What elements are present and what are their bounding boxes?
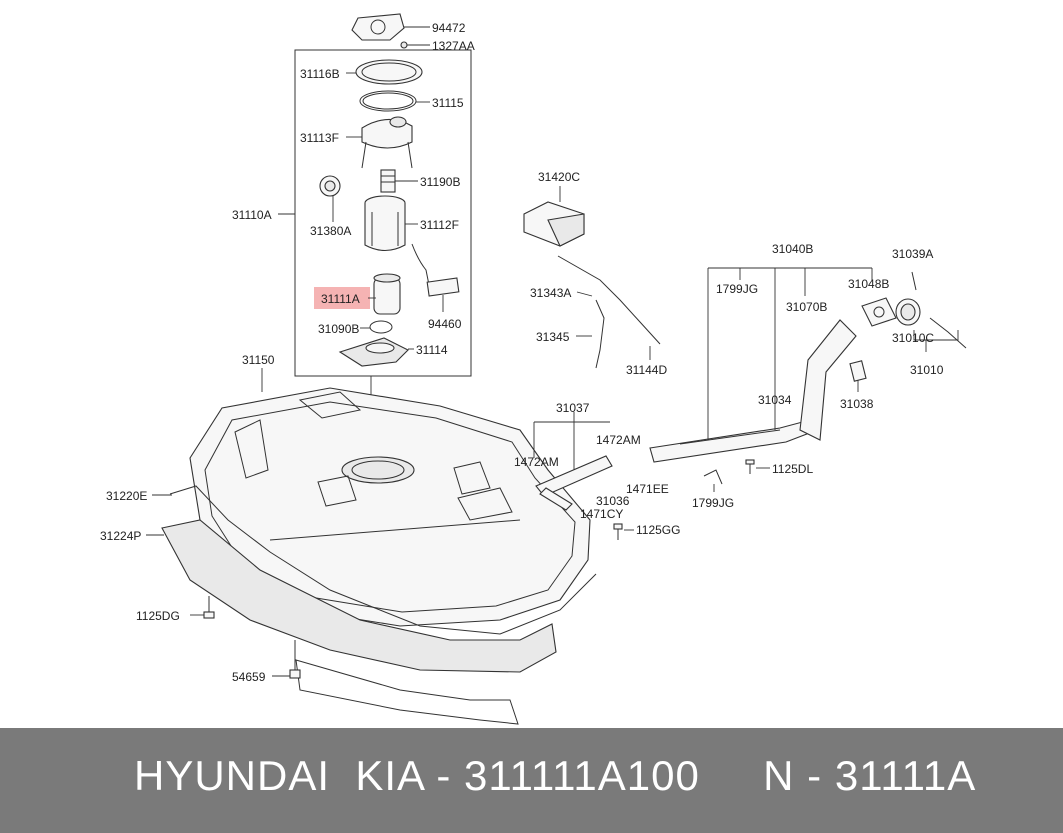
label-31112F: 31112F: [420, 218, 459, 232]
bracket-plate-part[interactable]: [338, 337, 409, 367]
nut-part[interactable]: [400, 41, 408, 49]
fuel-label-part[interactable]: [849, 360, 867, 382]
vent-hose-part[interactable]: [557, 255, 661, 369]
label-31039A: 31039A: [892, 247, 933, 261]
sender-harness-part[interactable]: [411, 243, 460, 297]
module-frame: [294, 49, 472, 377]
label-1799JG-a: 1799JG: [716, 282, 758, 296]
label-94460: 94460: [428, 317, 462, 331]
bolt-1125gg-part[interactable]: [613, 523, 623, 540]
gasket-part[interactable]: [359, 90, 417, 112]
flange-part[interactable]: [361, 116, 413, 169]
label-54659: 54659: [232, 670, 266, 684]
label-31420C: 31420C: [538, 170, 580, 184]
label-1471CY: 1471CY: [580, 507, 623, 521]
label-1799JG-b: 1799JG: [692, 496, 734, 510]
label-31038: 31038: [840, 397, 874, 411]
label-31113F: 31113F: [300, 131, 339, 145]
label-31111A: 31111A: [321, 292, 360, 306]
label-1125DL: 1125DL: [772, 462, 813, 476]
label-31150: 31150: [242, 353, 275, 367]
protector-part[interactable]: [169, 485, 597, 635]
nut-54659-part[interactable]: [289, 640, 301, 679]
label-31115: 31115: [432, 96, 464, 110]
cover-plate-part[interactable]: [351, 13, 405, 41]
lower-plate-part[interactable]: [161, 519, 557, 725]
label-31144D: 31144D: [626, 363, 667, 377]
lock-plate-part[interactable]: [355, 59, 423, 85]
label-1472AM-a: 1472AM: [596, 433, 641, 447]
label-31070B: 31070B: [786, 300, 827, 314]
cap-tether-part[interactable]: [911, 271, 967, 349]
label-31224P: 31224P: [100, 529, 141, 543]
label-31190B: 31190B: [420, 175, 460, 189]
part-number-caption: HYUNDAI KIA - 311111A100 N - 31111A: [134, 752, 977, 799]
connector-part[interactable]: [380, 169, 396, 193]
fuel-pump-part[interactable]: [373, 273, 401, 315]
label-31343A: 31343A: [530, 286, 571, 300]
label-31040B: 31040B: [772, 242, 813, 256]
bolt-1125dg-part[interactable]: [203, 596, 215, 619]
label-31034: 31034: [758, 393, 792, 407]
bolt-1125dl-part[interactable]: [745, 459, 755, 474]
filler-flange-part[interactable]: [861, 297, 897, 327]
filler-neck-part[interactable]: [649, 319, 857, 463]
label-31220E: 31220E: [106, 489, 147, 503]
label-1125DG: 1125DG: [136, 609, 180, 623]
label-31345: 31345: [536, 330, 570, 344]
label-31380A: 31380A: [310, 224, 351, 238]
label-31036: 31036: [596, 494, 630, 508]
label-31010: 31010: [910, 363, 944, 377]
label-31048B: 31048B: [848, 277, 889, 291]
label-1472AM-b: 1472AM: [514, 455, 559, 469]
clip-part[interactable]: [703, 469, 723, 485]
filter-housing-part[interactable]: [364, 195, 406, 252]
label-31010C: 31010C: [892, 331, 934, 345]
o-ring-part[interactable]: [369, 320, 393, 334]
fuel-cap-part[interactable]: [895, 298, 921, 326]
regulator-part[interactable]: [319, 175, 341, 197]
label-31110A: 31110A: [232, 208, 272, 222]
footer-bar: HYUNDAI KIA - 311111A100 N - 31111A: [0, 728, 1063, 833]
highlight-box: [314, 287, 370, 309]
fuel-tank-part[interactable]: [189, 387, 591, 627]
canister-part[interactable]: [523, 201, 585, 247]
label-94472: 94472: [432, 21, 466, 35]
label-31114: 31114: [416, 343, 448, 357]
label-31090B: 31090B: [318, 322, 359, 336]
label-31116B: 31116B: [300, 67, 340, 81]
label-1471EE: 1471EE: [626, 482, 669, 496]
label-1125GG: 1125GG: [636, 523, 680, 537]
label-1327AA: 1327AA: [432, 39, 475, 53]
label-31037: 31037: [556, 401, 590, 415]
filler-hose-part[interactable]: [535, 455, 613, 511]
